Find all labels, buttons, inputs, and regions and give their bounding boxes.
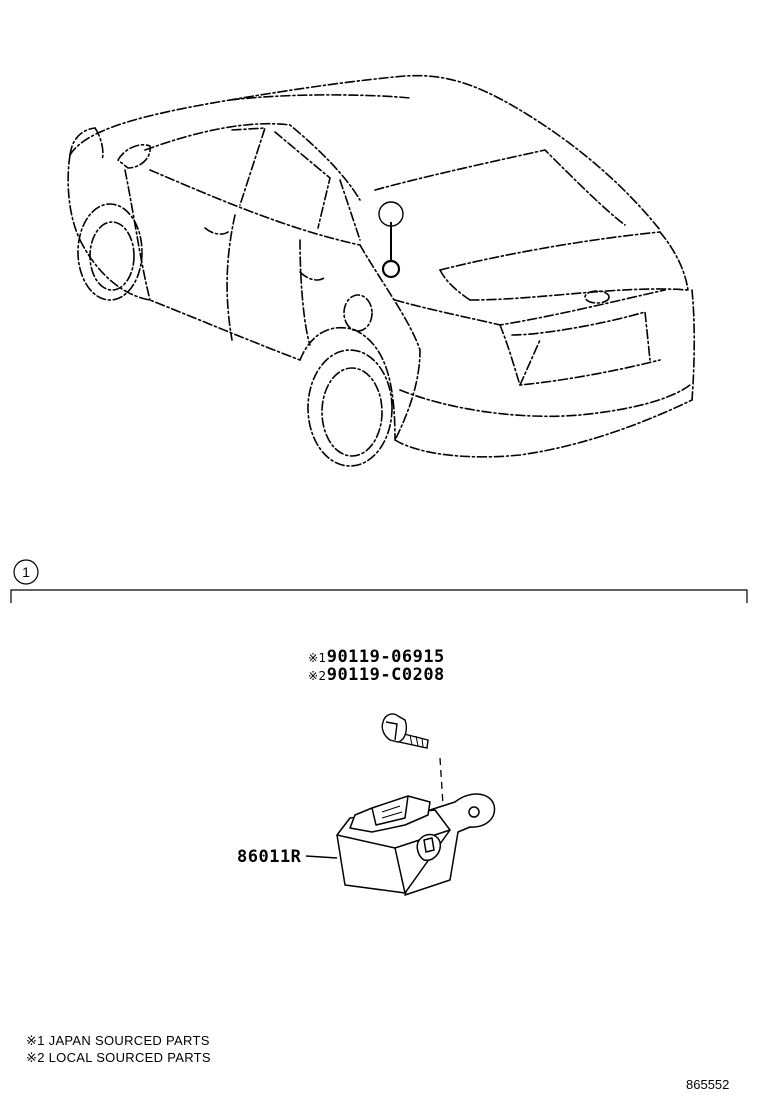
note-japan-sourced: ※1 JAPAN SOURCED PARTS [26, 1033, 210, 1049]
note-text-1: JAPAN SOURCED PARTS [48, 1033, 210, 1048]
bolt-part-mark-1: ※1 [308, 651, 327, 665]
note-local-sourced: ※2 LOCAL SOURCED PARTS [26, 1050, 211, 1066]
note-mark-2: ※2 [26, 1050, 45, 1065]
note-text-2: LOCAL SOURCED PARTS [48, 1050, 211, 1065]
control-module-drawing [336, 793, 496, 896]
bolt-guide-line [439, 757, 444, 806]
bolt-drawing [381, 713, 429, 749]
callout-number: 1 [22, 564, 30, 580]
bolt-part-number-1-text: 90119-06915 [326, 647, 445, 667]
bolt-part-number-1: ※190119-06915 [308, 647, 445, 667]
bolt-part-mark-2: ※2 [308, 669, 327, 683]
car-illustration [67, 74, 696, 467]
location-marker [378, 201, 404, 279]
note-mark-1: ※1 [26, 1033, 45, 1048]
bolt-part-number-2: ※290119-C0208 [308, 665, 445, 685]
figure-id: 865552 [686, 1077, 730, 1092]
bolt-part-number-2-text: 90119-C0208 [326, 665, 445, 685]
module-leader-line [305, 855, 338, 859]
module-part-number: 86011R [237, 847, 302, 867]
section-divider [10, 559, 748, 603]
